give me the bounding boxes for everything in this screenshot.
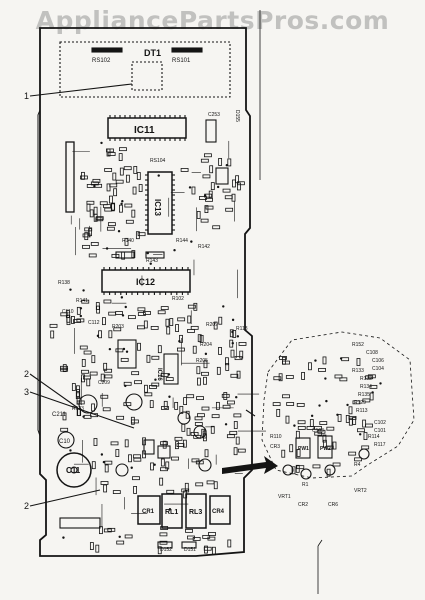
label-c102: C102 bbox=[374, 420, 386, 426]
label-r129: R129 bbox=[354, 400, 366, 406]
label-r4: R4 bbox=[354, 462, 361, 468]
label-vrt2: VRT2 bbox=[354, 488, 367, 494]
label-r140: R140 bbox=[122, 238, 134, 244]
label-pw2: PW2 bbox=[320, 446, 331, 452]
label-c101: C101 bbox=[374, 428, 386, 434]
label-c106: C106 bbox=[372, 358, 384, 364]
detail-view-outline bbox=[261, 331, 415, 479]
label-ic11: IC11 bbox=[134, 125, 155, 136]
callout-line-3 bbox=[29, 391, 135, 429]
display-area-dt1 bbox=[59, 41, 231, 98]
label-cr3: CR3 bbox=[270, 444, 280, 450]
capacitor-c10 bbox=[57, 431, 75, 449]
label-r144: R144 bbox=[176, 238, 188, 244]
label-c110: C110 bbox=[62, 309, 74, 315]
label-c209: C209 bbox=[98, 380, 110, 386]
callout-line-2b bbox=[29, 489, 101, 507]
label-r117: R117 bbox=[374, 442, 386, 448]
label-r1: R1 bbox=[302, 482, 309, 488]
label-rs102: RS102 bbox=[92, 58, 111, 64]
label-r133: R133 bbox=[352, 368, 364, 374]
relay-cr4 bbox=[209, 495, 231, 525]
callout-3: 3 bbox=[24, 387, 29, 397]
label-d152: D152 bbox=[160, 547, 172, 553]
label-c104: C104 bbox=[372, 366, 384, 372]
label-c11: C11 bbox=[66, 466, 81, 475]
detail-arrow bbox=[222, 456, 278, 474]
label-r209: R209 bbox=[206, 322, 218, 328]
label-d155: D155 bbox=[234, 110, 240, 122]
label-pw1: PW1 bbox=[298, 446, 309, 452]
label-r152: R152 bbox=[352, 342, 364, 348]
label-r132: R132 bbox=[360, 376, 372, 382]
label-r143: R143 bbox=[146, 258, 158, 264]
label-r118: R118 bbox=[236, 326, 248, 332]
label-rs101: RS101 bbox=[172, 58, 191, 64]
relay-cr1 bbox=[137, 495, 161, 525]
label-cr2: CR2 bbox=[298, 502, 308, 508]
label-r204: R204 bbox=[200, 342, 212, 348]
relay-rl3 bbox=[185, 493, 207, 529]
label-ic16: IC16 bbox=[156, 368, 162, 381]
ic13-chip bbox=[147, 171, 173, 235]
label-r134: R134 bbox=[360, 384, 372, 390]
label-r142: R142 bbox=[198, 244, 210, 250]
callout-1: 1 bbox=[24, 91, 29, 101]
label-cr4: CR4 bbox=[212, 509, 225, 515]
board-outline bbox=[39, 27, 253, 557]
label-r141: R141 bbox=[76, 298, 88, 304]
label-r203: R203 bbox=[112, 324, 124, 330]
callout-line-2a bbox=[29, 373, 79, 409]
relay-rl1 bbox=[161, 493, 183, 529]
label-vrt1: VRT1 bbox=[278, 494, 291, 500]
label-dt1: DT1 bbox=[144, 48, 161, 58]
label-d151: D151 bbox=[184, 547, 196, 553]
label-rs104: RS104 bbox=[150, 158, 166, 164]
label-r110: R110 bbox=[270, 434, 282, 440]
label-c112: C112 bbox=[88, 320, 100, 326]
ic12-chip bbox=[101, 269, 191, 293]
label-c103: C103 bbox=[312, 428, 324, 434]
label-c253: C253 bbox=[208, 112, 220, 118]
label-r138: R138 bbox=[58, 280, 70, 286]
capacitor-c11 bbox=[56, 452, 92, 488]
label-rl3: RL3 bbox=[189, 509, 202, 516]
label-cr1: CR1 bbox=[142, 509, 155, 515]
ic11-chip bbox=[107, 117, 187, 139]
label-c108: C108 bbox=[366, 350, 378, 356]
label-ic12: IC12 bbox=[136, 277, 155, 287]
label-c10: C10 bbox=[59, 439, 71, 445]
label-rl1: RL1 bbox=[165, 509, 178, 516]
callout-line-1 bbox=[29, 83, 133, 97]
callout-2a: 2 bbox=[24, 369, 29, 379]
label-cr6: CR6 bbox=[328, 502, 338, 508]
label-r135: R135 bbox=[358, 392, 370, 398]
label-c211: C211 bbox=[52, 412, 67, 418]
callout-2b: 2 bbox=[24, 501, 29, 511]
label-ic13: IC13 bbox=[153, 199, 162, 216]
label-r102: R102 bbox=[172, 296, 184, 302]
label-r114: R114 bbox=[368, 434, 380, 440]
label-r205: R205 bbox=[196, 358, 208, 364]
label-r123: R123 bbox=[72, 406, 84, 412]
label-r113: R113 bbox=[356, 408, 368, 414]
